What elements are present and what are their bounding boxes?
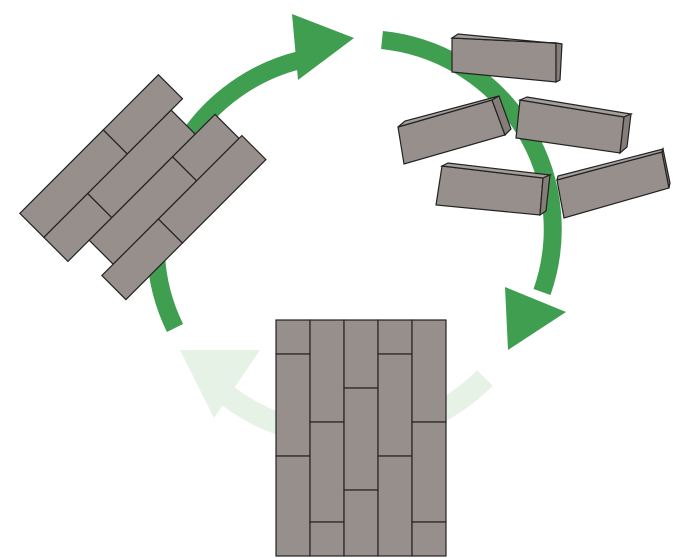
arrow-diagonal-to-loose-head — [292, 14, 354, 80]
loose-brick — [435, 162, 553, 217]
loose-brick — [515, 96, 634, 155]
stacked-wall — [275, 319, 447, 557]
arrow-loose-to-wall-head — [505, 287, 566, 350]
diagonal-stack — [18, 73, 267, 301]
loose-brick — [397, 95, 512, 165]
arrow-wall-to-diagonal-head — [180, 350, 260, 418]
loose-brick — [556, 146, 671, 219]
loose-bricks — [397, 33, 671, 219]
loose-brick — [450, 33, 563, 83]
